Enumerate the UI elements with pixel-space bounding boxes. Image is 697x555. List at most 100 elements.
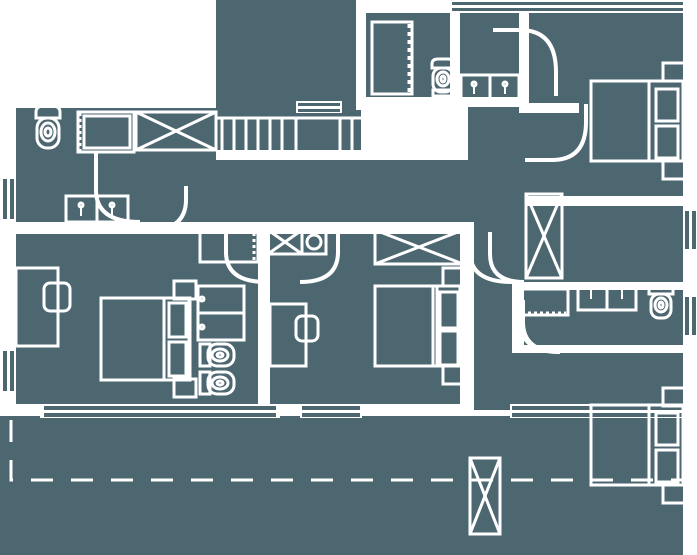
desk-center-top [268, 302, 308, 368]
patch-hall [142, 160, 526, 222]
patch-stair [216, 0, 356, 150]
wall-ensuite-top [196, 225, 276, 235]
door-right-mid [468, 232, 513, 284]
wall-right-divider-c [512, 282, 697, 290]
door-upper-center-bath [493, 28, 558, 96]
wall-top-vertical-a [356, 0, 366, 110]
pillow-lr-top [654, 411, 680, 447]
desk-center-chair [294, 314, 320, 343]
wardrobe-center-x-b [374, 228, 464, 266]
toilet-lower-bowl [206, 370, 236, 396]
bathtub-body [370, 20, 414, 96]
door-bedroom-center [224, 232, 267, 284]
bed-center-mattress [373, 284, 439, 368]
toilet-uc-bowl [431, 66, 455, 94]
window-bottom-left-pane-a [44, 406, 276, 410]
window-top-center-pane-a [298, 103, 340, 106]
toilet-lower-inner [215, 379, 225, 387]
nightstand-top [172, 279, 198, 301]
patch-terrace [0, 416, 683, 555]
pillow-top [167, 301, 188, 339]
wardrobe-lr-x-b [468, 457, 502, 535]
shower-x-b [135, 110, 217, 152]
desk-top [14, 266, 60, 348]
door-upper-right-bedroom [525, 104, 588, 162]
window-bottom-right [510, 404, 685, 418]
desk-center [268, 302, 320, 368]
bedroom-upper-right-fixtures [589, 61, 687, 181]
bathroom-upper-center-fixtures [370, 20, 521, 101]
pillow-ur-top [654, 87, 680, 123]
mirror-glass [82, 114, 132, 150]
wardrobe-right-x-b [524, 193, 564, 279]
nightstand-ur-bottom [661, 159, 687, 181]
double-bed [99, 279, 198, 399]
window-left-lower-pane-a [3, 351, 7, 391]
window-left-upper [0, 175, 16, 223]
toilet-right-tank [647, 286, 675, 296]
wall-ensuite-right [258, 232, 270, 412]
door-right-lower-bath-alt [521, 300, 561, 354]
shelf-knob-a [198, 295, 206, 303]
door-bedroom-center-right [299, 232, 340, 284]
toilet-lower-tank [198, 370, 212, 396]
nightstand-center-top [441, 266, 467, 288]
toilet-side-lower [198, 370, 236, 396]
appliance-x-unit [266, 228, 328, 256]
door-hall-left [141, 186, 188, 234]
shower-tray [134, 110, 218, 152]
toilet-tank [34, 104, 62, 120]
window-top-right-pane-a [452, 2, 683, 5]
toilet-uc-tank [430, 57, 456, 70]
wall-upper-center-bottom [363, 97, 529, 107]
window-left-lower [0, 347, 16, 395]
bedroom-lower-right-fixtures [468, 386, 687, 536]
window-right-middle [683, 293, 697, 339]
patch-bedroom-center [270, 234, 460, 404]
toilet-inner [43, 126, 53, 138]
windows [0, 0, 697, 418]
toilet-right-seat [653, 296, 669, 314]
shelf-knob-b [198, 323, 206, 331]
door-bath-upper-left [94, 152, 141, 224]
toilet-upper-center [430, 57, 456, 98]
wardrobe-right-body [524, 192, 564, 280]
toilet-right-inner [657, 300, 665, 310]
wardrobe-x-right [524, 192, 564, 280]
window-top-center-pane-b [298, 109, 340, 112]
wardrobe-x-lower-right [468, 456, 502, 536]
wardrobe-center-body [373, 228, 465, 266]
door-swings [94, 28, 588, 354]
window-left-lower-pane-b [10, 351, 14, 391]
window-bottom-left-pane-b [44, 413, 276, 417]
door-right-bath-upper [488, 232, 525, 284]
mirror-frame [76, 110, 136, 154]
window-right-middle-pane-b [692, 297, 696, 335]
bathtub-glass [370, 20, 414, 96]
wall-right-step [519, 103, 579, 113]
desk-chair [42, 281, 72, 313]
wall-right-divider-d [512, 345, 697, 353]
toilet-lower-seat [210, 375, 230, 391]
wardrobe-x-center [373, 228, 465, 266]
window-bottom-center-pane-b [302, 413, 360, 417]
appliance-x-b [267, 228, 303, 256]
window-top-right [450, 0, 685, 13]
master-bedroom-left-fixtures [14, 266, 198, 399]
pillow-bottom [167, 340, 188, 378]
window-right-middle-pane-a [685, 297, 689, 335]
toilet-side-upper [198, 342, 236, 368]
window-bottom-right-pane-b [512, 413, 683, 417]
window-top-center [296, 101, 342, 113]
shower-x-icon [134, 110, 218, 152]
washer-body [300, 228, 328, 256]
toilet-upper-tank [198, 342, 212, 368]
toilet-uc-seat [435, 70, 451, 88]
toilet-seat [39, 121, 57, 143]
desk [14, 266, 72, 348]
window-bottom-left [40, 404, 280, 418]
toilet-right-bowl [649, 292, 673, 320]
wall-right-divider-a [512, 196, 697, 206]
nightstand-lr-bottom [661, 483, 687, 505]
